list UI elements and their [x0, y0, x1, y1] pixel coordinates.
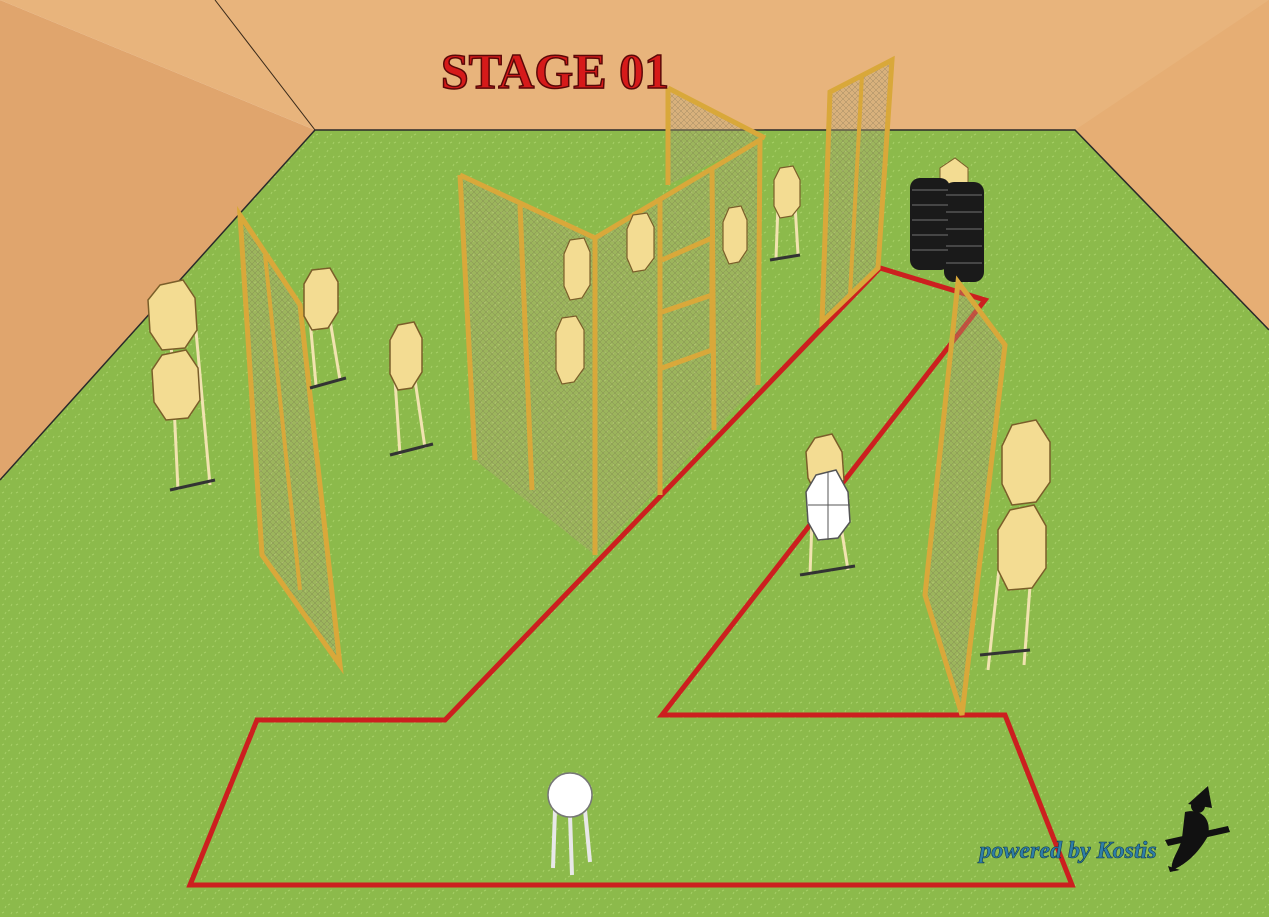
credit-text: powered by Kostis — [977, 838, 1156, 864]
stage-title: STAGE 01 — [441, 43, 669, 99]
